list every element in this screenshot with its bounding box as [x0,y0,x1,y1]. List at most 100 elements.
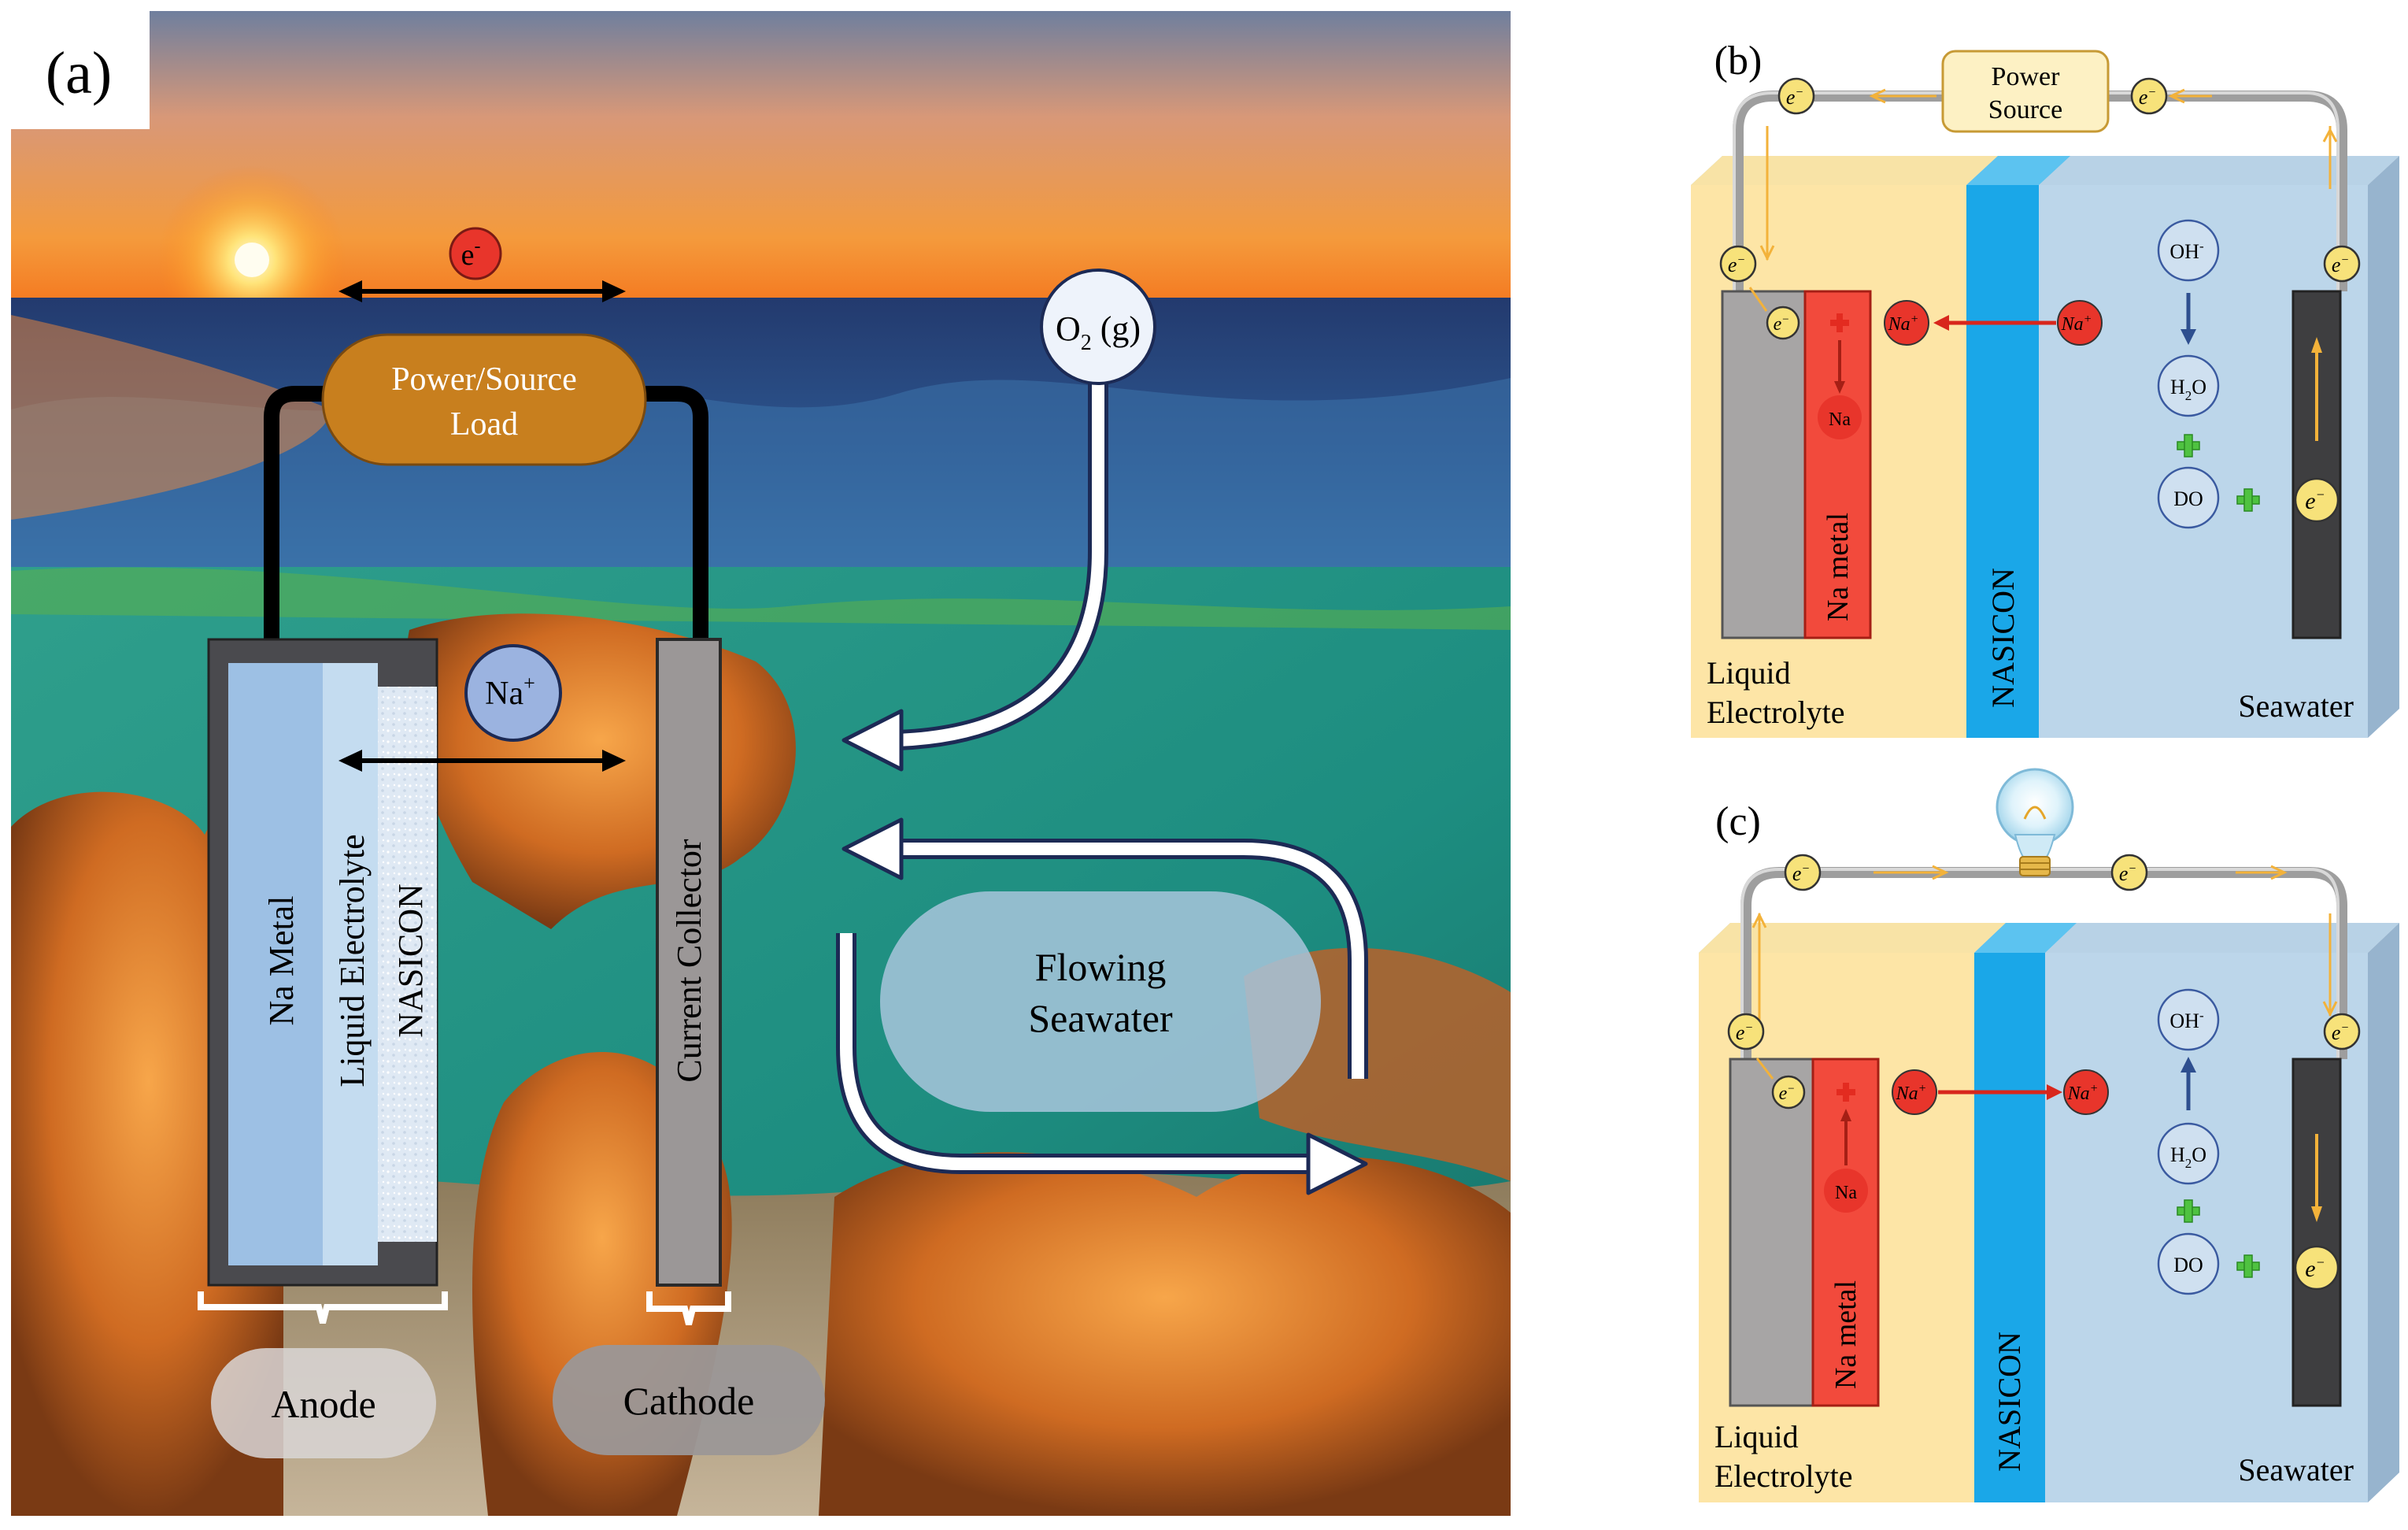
panel-b-label: (b) [1714,39,1763,83]
anode-label-box [211,1348,436,1458]
oh-ion-c-label: OH- [2169,1008,2204,1032]
panel-a-label-box [11,11,150,129]
liquid-electrolyte-c-line2: Electrolyte [1714,1458,1852,1494]
na-ion-c-2: Na+ [2063,1069,2109,1115]
electrolyte-c-top-face [1699,923,2006,953]
wire-c-highlight [1740,868,2340,1059]
na-metal-c-label: Na metal [1829,1280,1862,1389]
plus-icon-c-2 [2177,1199,2200,1223]
do-b [2157,466,2220,529]
oh-ion-b [2157,219,2220,282]
svg-text:e−: e− [2332,1021,2349,1044]
plus-icon-b [1830,313,1849,332]
wire-c-flow-arrows [1751,865,2338,1024]
electron-c-4: e− [2323,1013,2361,1050]
na-atom-b-label: Na [1829,409,1851,430]
na-atom-b [1818,395,1862,439]
cell-side-face [2368,156,2399,738]
nasicon-b-label: NASICON [1985,568,2021,708]
cathode-c-current-arrowhead [2311,1206,2322,1222]
svg-text:Na+: Na+ [1896,1082,1927,1104]
wire-b-flow-arrows [1759,88,2338,261]
na-strip-arrowhead-c [1840,1109,1851,1121]
plus-icon-c-3 [2236,1254,2260,1278]
o2-icon [1040,269,1156,385]
electron-c-3: e− [1727,1013,1765,1050]
power-load-line2: Load [450,406,518,443]
h2o-c [2157,1122,2220,1185]
flowing-seawater-line2: Seawater [1028,996,1173,1040]
na-ion-double-arrow [338,750,626,772]
cathode-c [2291,1058,2342,1407]
flowing-seawater-line1: Flowing [1035,945,1167,989]
electron-b-4: e− [2323,245,2361,283]
nasicon-top-face [1966,156,2070,185]
nasicon-c-label: NASICON [1992,1332,2027,1472]
sunset-reflection [11,315,331,520]
cathode-b-current-arrowhead [2311,337,2322,353]
nasicon-region [1966,185,2039,738]
power-source-line2: Source [1988,95,2062,124]
panel-a: (a) e- Power/Source Load O2 (g) Na Metal… [11,11,1511,1516]
na-metal-layer [228,663,323,1265]
coral-right [819,1152,1511,1516]
do-b-label: DO [2173,487,2203,510]
svg-text:e−: e− [1728,254,1745,276]
nasicon-c-region [1974,953,2045,1502]
sun-core [235,243,269,277]
nasicon-label: NASICON [391,884,430,1038]
electron-icon [449,227,502,280]
oh-ion-c [2157,988,2220,1051]
na-ion-label: Na+ [485,672,535,712]
anode-collector-b [1721,290,1807,639]
svg-text:e−: e− [2305,487,2325,514]
cathode-label: Cathode [623,1379,755,1423]
current-collector-label: Current Collector [670,839,708,1082]
svg-text:e−: e− [1779,1083,1796,1104]
svg-text:Na+: Na+ [2061,313,2092,335]
electron-to-anode-arrow-b [1748,287,1768,312]
h2o-c-label: H2O [2170,1143,2206,1171]
liquid-electrolyte-label: Liquid Electrolyte [333,834,372,1087]
liquid-electrolyte-c-line1: Liquid [1714,1419,1799,1454]
liquid-electrolyte-b-line1: Liquid [1707,655,1791,691]
svg-text:e−: e− [2139,86,2156,109]
svg-text:Na+: Na+ [2067,1082,2099,1104]
h2o-to-oh-arrowhead-c [2181,1057,2196,1072]
wire-b-highlight [1733,91,2340,291]
electron-b-6: e− [2294,477,2340,523]
electron-c-2: e− [2110,854,2148,891]
electron-c-1: e− [1784,854,1822,891]
oh-to-h2o-arrowhead-b [2181,329,2196,345]
electron-b-5: e− [1766,306,1800,340]
svg-text:e−: e− [1786,86,1803,109]
na-ion-c-1: Na+ [1892,1069,1937,1115]
oh-ion-b-label: OH- [2169,239,2204,263]
na-ion-icon [464,644,562,742]
cell-c-side-face [2368,923,2399,1502]
electron-label: e- [461,236,481,272]
power-source-box [1941,50,2110,133]
electron-b-2: e− [2130,77,2168,115]
panel-a-label: (a) [46,40,112,106]
electron-from-anode-arrow-c [1755,1058,1774,1080]
power-load-box [321,333,647,466]
svg-text:e−: e− [2305,1254,2325,1282]
nasicon-layer [378,687,437,1242]
flow-arrow-out-inner [840,933,1307,1170]
na-metal-label: Na Metal [262,896,301,1026]
anode-brace [198,1291,448,1324]
plus-icon-c [1837,1083,1855,1102]
svg-text:e−: e− [2332,254,2349,276]
anode-collector-c [1729,1058,1814,1407]
electron-b-3: e− [1719,245,1757,283]
cathode-label-box [553,1345,825,1455]
electron-c-5: e− [1771,1075,1806,1110]
o2-arrowhead [842,709,904,772]
svg-text:e−: e− [1736,1021,1753,1044]
na-ion-b-2: Na+ [2057,300,2103,346]
na-deposit-arrowhead-b [1834,381,1845,394]
cathode-brace [646,1291,731,1325]
anode-label: Anode [271,1382,375,1426]
